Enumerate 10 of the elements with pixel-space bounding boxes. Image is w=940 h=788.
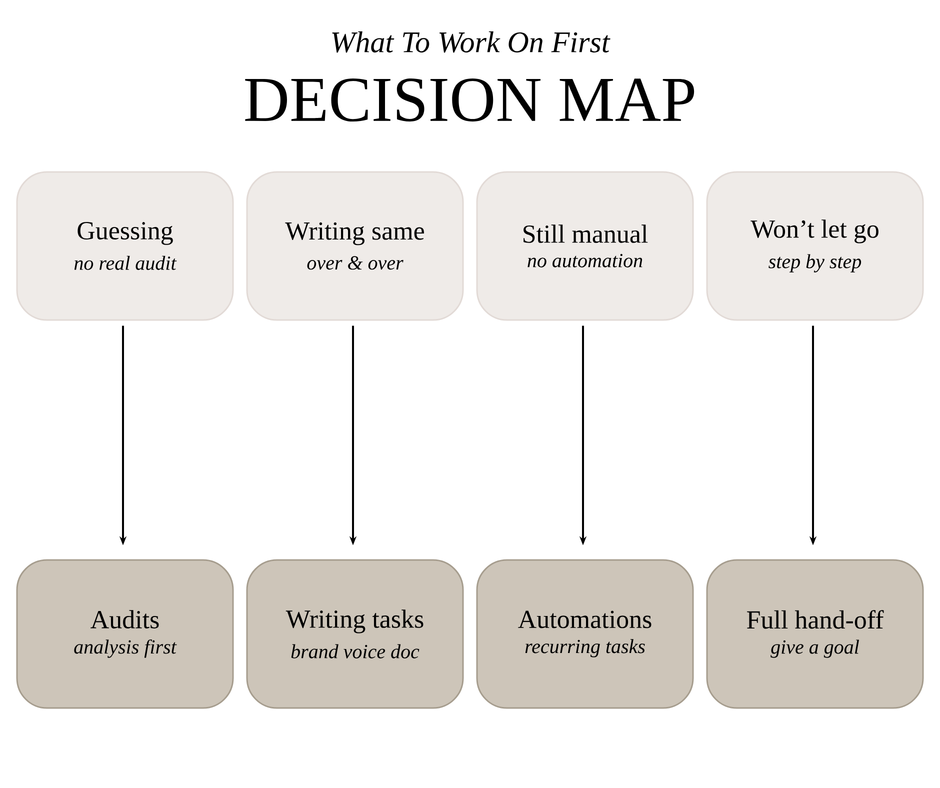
decision-box: Automations recurring tasks	[476, 559, 694, 709]
decision-box: Full hand-off give a goal	[706, 559, 924, 709]
decision-box: Audits analysis first	[16, 559, 234, 709]
subtitle: What To Work On First	[332, 31, 610, 53]
title: DECISION MAP	[245, 78, 694, 122]
decision-box: Guessing no real audit	[16, 171, 234, 321]
decision-box: Still manual no automation	[476, 171, 694, 321]
decision-box: Writing same over & over	[246, 171, 464, 321]
decision-box: Writing tasks brand voice doc	[246, 559, 464, 709]
decision-box: Won’t let go step by step	[706, 171, 924, 321]
